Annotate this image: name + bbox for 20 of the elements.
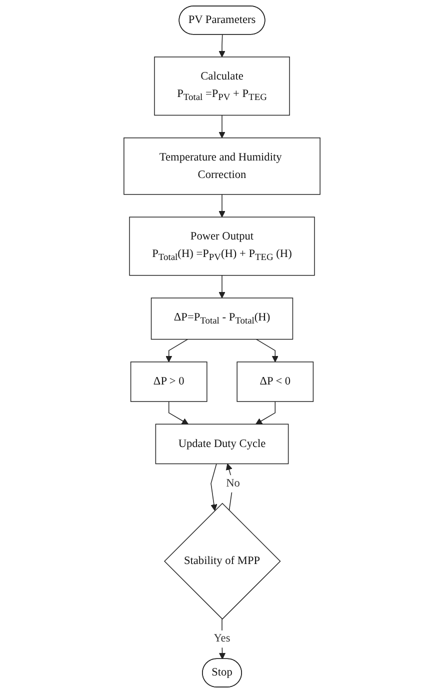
- node-box: Temperature and Humidity Correction: [123, 137, 320, 195]
- edge-label: Yes: [213, 632, 230, 645]
- arrow: [210, 463, 217, 511]
- arrow: [168, 401, 188, 424]
- edge-label: No: [226, 477, 240, 490]
- node-box: Update Duty Cycle: [154, 424, 288, 464]
- arrow: [218, 114, 225, 138]
- arrow: [165, 338, 188, 362]
- arrow: [218, 194, 225, 218]
- arrow: [255, 401, 276, 424]
- node-box: ΔP > 0: [130, 362, 207, 402]
- arrow: [225, 463, 233, 511]
- arrow: [255, 338, 278, 362]
- node-box: Calculate P$_{Total}$ =P$_{PV}$ + P$_{TEG}$: [154, 56, 290, 116]
- node-diamond: Stability of MPP: [164, 502, 280, 620]
- arrow: [218, 274, 225, 298]
- arrow: [218, 34, 225, 58]
- node-box: Power Output P$_{Total}$(H) =P$_{PV}$(H) + P$_{TEG}$ (H): [128, 216, 314, 276]
- node-box: ΔP=P$_{Total}$ - P$_{Total}$(H): [150, 298, 293, 340]
- node-box: ΔP < 0: [236, 362, 314, 402]
